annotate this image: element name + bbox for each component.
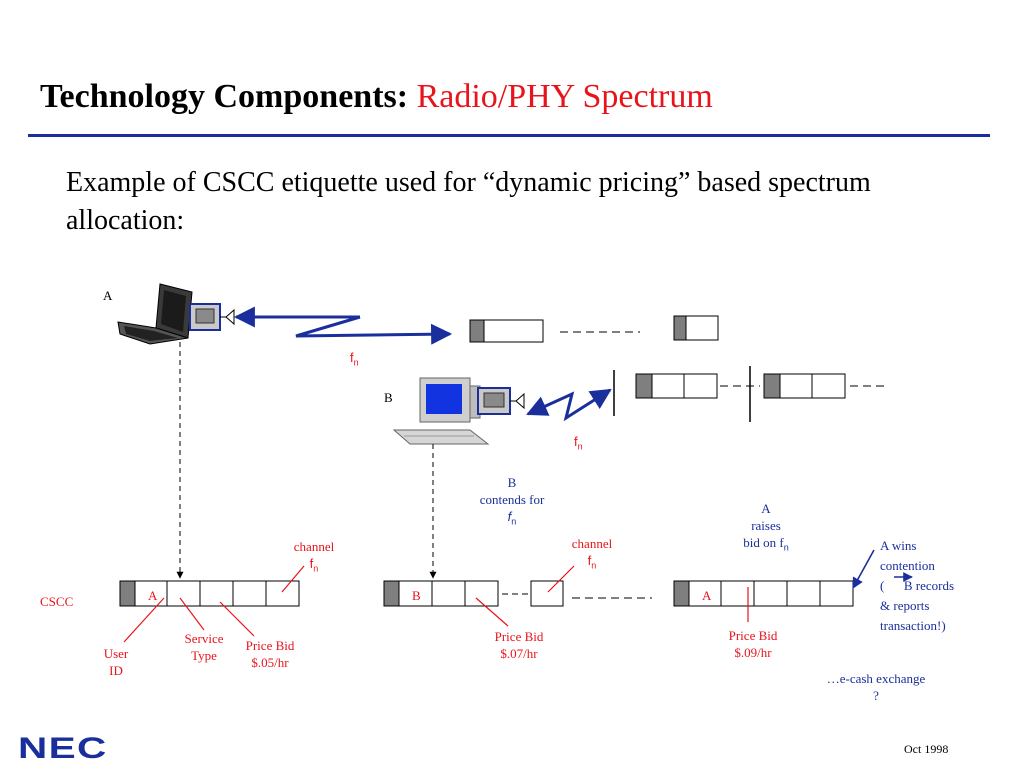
packet2-cell-b: B [412, 588, 421, 603]
fn-label-top: fn [350, 350, 359, 368]
radio-card-b-icon [477, 387, 525, 415]
radio-card-icon [189, 303, 235, 331]
packet1-price-bid: Price Bid $.05/hr [245, 638, 295, 670]
footer-date: Oct 1998 [904, 742, 949, 756]
label-b: B [384, 390, 393, 405]
packet3-price-bid: Price Bid $.09/hr [728, 628, 778, 660]
desktop-computer-icon [392, 377, 490, 445]
a-raises-note: A raises bid on fn [743, 501, 789, 553]
wireless-link-b [526, 388, 612, 422]
cscc-packet-3 [673, 580, 854, 622]
ecash-note: …e-cash exchange ? [826, 671, 926, 703]
packet1-user-id: User ID [103, 646, 129, 678]
packet3-cell-a: A [702, 588, 712, 603]
title-rule [28, 134, 990, 137]
title-bold: Technology Components: [40, 78, 409, 115]
cscc-packet-1 [119, 565, 305, 643]
wireless-link-a [233, 306, 453, 345]
a-wins-arrow [852, 549, 875, 589]
nec-logo: NEC [18, 732, 108, 765]
packet2-price-bid: Price Bid $.07/hr [494, 629, 544, 661]
cscc-packet-2 [383, 565, 652, 627]
label-a: A [103, 288, 113, 303]
body-text: Example of CSCC etiquette used for “dyna… [66, 167, 871, 236]
packet1-cell-a: A [148, 588, 158, 603]
slide-title: Technology Components: Radio/PHY Spectru… [40, 78, 713, 116]
packet-row-middle [613, 366, 884, 422]
a-wins-note: A wins contention ( B records & reports … [880, 538, 955, 633]
b-contends-note: B contends for fn [479, 475, 545, 527]
packet1-channel-label: channel fn [293, 539, 335, 574]
fn-label-mid: fn [574, 434, 583, 452]
laptop-icon [117, 283, 193, 345]
packet1-service-type: Service Type [184, 631, 224, 663]
packet-row-top [469, 315, 719, 343]
cscc-label: CSCC [40, 594, 74, 609]
title-subtitle: Radio/PHY Spectrum [416, 78, 713, 115]
packet2-channel-label: channel fn [571, 536, 613, 571]
